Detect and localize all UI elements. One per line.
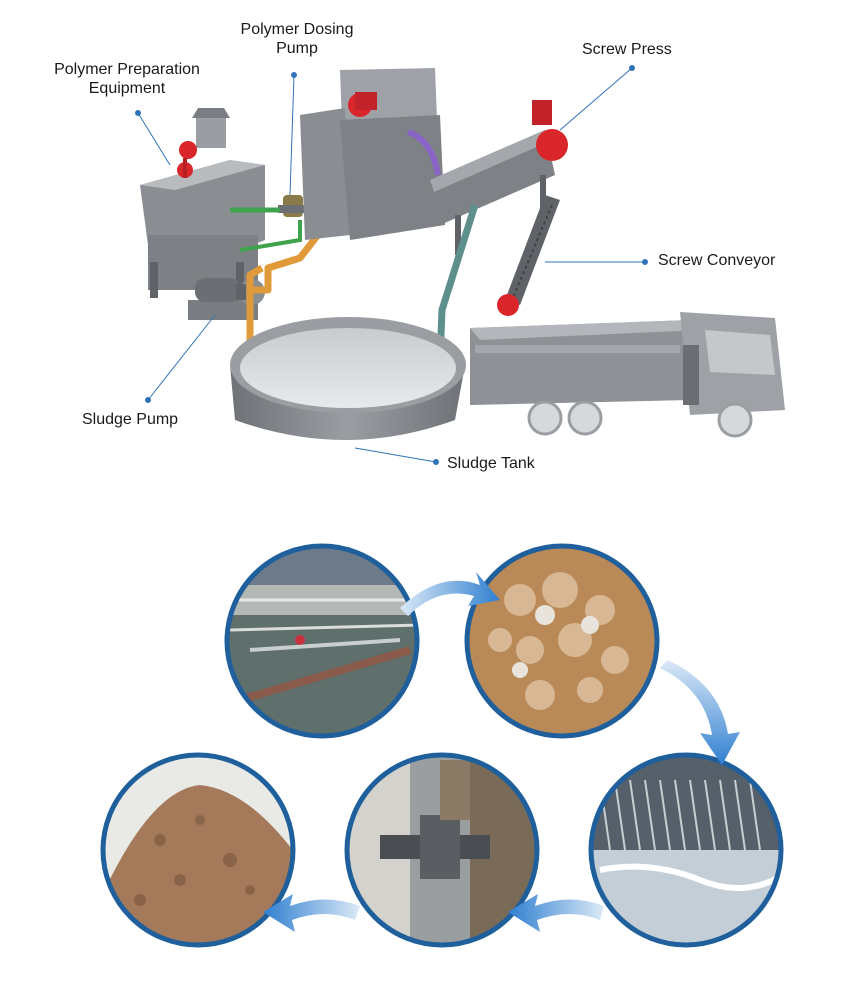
screw-press-machine	[430, 100, 568, 255]
callout-lines	[135, 65, 648, 465]
label-screw-press: Screw Press	[582, 41, 672, 58]
screw-press-motor-icon	[536, 129, 568, 161]
mixer-motor-icon	[179, 141, 197, 159]
label-line: Equipment	[88, 80, 166, 97]
label-polymer-preparation-equipment: Polymer Preparation Equipment	[40, 60, 214, 98]
label-line: Polymer Dosing	[240, 21, 354, 38]
flocculation-tank	[300, 68, 445, 240]
process-cycle	[100, 543, 784, 948]
floc-photo	[464, 543, 660, 739]
arrow-left-icon	[263, 894, 360, 932]
label-sludge-tank: Sludge Tank	[447, 455, 535, 472]
sedimentation-tank-photo	[224, 543, 420, 739]
screw-shaft-photo	[344, 752, 540, 948]
conveyor-motor-icon	[497, 294, 519, 316]
dump-truck	[470, 312, 785, 438]
screen-filtrate-photo	[588, 752, 784, 948]
label-line: Polymer Preparation	[54, 61, 200, 78]
polymer-dosing-pump	[278, 195, 308, 217]
arrow-left-icon	[508, 894, 604, 932]
arrow-down-icon	[660, 660, 740, 765]
polymer-preparation-equipment	[140, 108, 265, 298]
cake-photo	[100, 752, 296, 948]
label-polymer-dosing-pump: Polymer Dosing Pump	[226, 20, 368, 58]
screw-conveyor-machine	[497, 195, 560, 316]
arrow-right-icon	[400, 572, 500, 616]
sludge-tank	[230, 317, 466, 440]
label-line: Pump	[276, 40, 318, 57]
equipment-diagram	[135, 65, 785, 465]
label-screw-conveyor: Screw Conveyor	[658, 252, 776, 269]
label-sludge-pump: Sludge Pump	[82, 411, 179, 428]
